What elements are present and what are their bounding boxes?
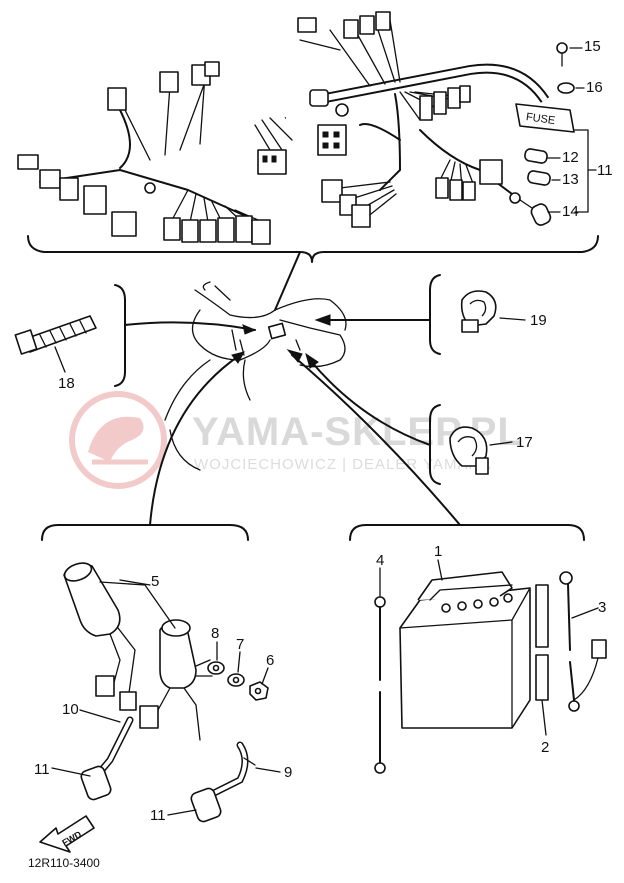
callout-12: 11: [597, 162, 613, 179]
callout-11a: 11: [34, 761, 50, 778]
watermark-subtitle: WOJCIECHOWICZ | DEALER YAMAHA: [194, 456, 491, 473]
callout-3: 3: [598, 599, 606, 616]
callout-15: 14: [562, 203, 579, 220]
callout-7: 7: [236, 636, 244, 653]
callout-17: 16: [586, 79, 603, 96]
callout-1: 1: [434, 543, 442, 560]
frame-center: [124, 251, 461, 526]
clamp-20: 19: [429, 274, 547, 355]
callout-6: 6: [266, 652, 274, 669]
callout-18: 17: [516, 434, 533, 451]
callout-10: 10: [62, 701, 79, 718]
callout-20: 19: [530, 312, 547, 329]
fuse-box: FUSE: [515, 103, 575, 133]
callout-16: 15: [584, 38, 601, 55]
callout-13: 12: [562, 149, 579, 166]
front-direction-arrow: FWD: [39, 815, 95, 853]
fuse-box-label: FUSE: [525, 111, 556, 127]
battery-group: 1 4 3 2: [349, 524, 607, 774]
clamp-18: 17: [429, 404, 533, 485]
callout-19: 18: [58, 375, 75, 392]
callout-2: 2: [541, 739, 549, 756]
watermark-logo: [69, 391, 167, 489]
callout-8: 8: [211, 625, 219, 642]
callout-5: 5: [151, 573, 159, 590]
ignition-coil-group: 5 8 7 6 10 11 9 11: [34, 524, 292, 824]
callout-14: 13: [562, 171, 579, 188]
part-code: 12R110-3400: [28, 856, 100, 870]
callout-9: 9: [284, 764, 292, 781]
cable-tie-19: 18: [14, 284, 126, 392]
callout-11b: 11: [150, 807, 166, 824]
main-wire-harness: FUSE: [17, 11, 613, 263]
callout-4: 4: [376, 552, 384, 569]
